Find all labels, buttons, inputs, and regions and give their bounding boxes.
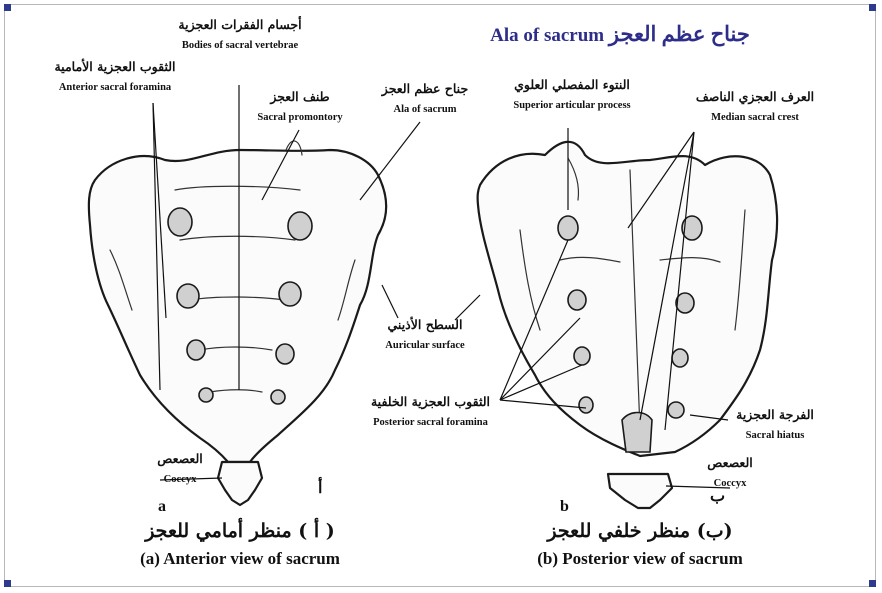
figure-title: Ala of sacrum جناح عظم العجز [420, 22, 820, 47]
title-arabic: جناح عظم العجز [609, 22, 750, 46]
label-anterior-foramina: الثقوب العجزية الأمامية Anterior sacral … [30, 60, 200, 93]
label-auricular: السطح الأذيني Auricular surface [370, 318, 480, 351]
panel-letter-ba: ب [710, 486, 725, 506]
label-ala: جناح عظم العجز Ala of sacrum [370, 82, 480, 115]
caption-posterior-ar: (ب) منظر خلفي للعجز [510, 522, 770, 542]
label-articular: النتوء المفصلي العلوي Superior articular… [492, 78, 652, 111]
label-anterior-foramina-en: Anterior sacral foramina [30, 82, 200, 93]
label-articular-ar: النتوء المفصلي العلوي [492, 78, 652, 91]
label-crest-ar: العرف العجزي الناصف [680, 90, 830, 103]
label-bodies: أجسام الفقرات العجزية Bodies of sacral v… [150, 18, 330, 51]
caption-anterior: ( أ ) منظر أمامي للعجز (a) Anterior view… [110, 522, 370, 568]
label-articular-en: Superior articular process [492, 100, 652, 111]
label-posterior-foramina-ar: الثقوب العجزية الخلفية [348, 395, 513, 408]
caption-anterior-en: (a) Anterior view of sacrum [110, 550, 370, 568]
label-coccyx-anterior-en: Coccyx [140, 474, 220, 485]
posterior-sacrum-drawing [478, 142, 777, 508]
title-english: Ala of sacrum [490, 25, 604, 46]
label-coccyx-posterior: العصعص Coccyx [690, 456, 770, 489]
label-promontory-en: Sacral promontory [240, 112, 360, 123]
label-crest: العرف العجزي الناصف Median sacral crest [680, 90, 830, 123]
panel-letter-b: b [560, 498, 569, 516]
label-crest-en: Median sacral crest [680, 112, 830, 123]
label-ala-ar: جناح عظم العجز [370, 82, 480, 95]
label-auricular-en: Auricular surface [370, 340, 480, 351]
label-anterior-foramina-ar: الثقوب العجزية الأمامية [30, 60, 200, 73]
label-promontory-ar: طنف العجز [240, 90, 360, 103]
label-coccyx-anterior: العصعص Coccyx [140, 452, 220, 485]
label-coccyx-posterior-en: Coccyx [690, 478, 770, 489]
label-bodies-ar: أجسام الفقرات العجزية [150, 18, 330, 31]
caption-anterior-ar: ( أ ) منظر أمامي للعجز [110, 522, 370, 542]
label-hiatus-en: Sacral hiatus [720, 430, 830, 441]
caption-posterior: (ب) منظر خلفي للعجز (b) Posterior view o… [510, 522, 770, 568]
label-coccyx-posterior-ar: العصعص [690, 456, 770, 469]
label-ala-en: Ala of sacrum [370, 104, 480, 115]
label-posterior-foramina-en: Posterior sacral foramina [348, 417, 513, 428]
label-hiatus-ar: الفرجة العجزية [720, 408, 830, 421]
anterior-sacrum-drawing [89, 141, 386, 505]
label-hiatus: الفرجة العجزية Sacral hiatus [720, 408, 830, 441]
panel-letter-a: a [158, 498, 166, 516]
label-promontory: طنف العجز Sacral promontory [240, 90, 360, 123]
label-auricular-ar: السطح الأذيني [370, 318, 480, 331]
label-bodies-en: Bodies of sacral vertebrae [150, 40, 330, 51]
caption-posterior-en: (b) Posterior view of sacrum [510, 550, 770, 568]
panel-letter-alef: أ [318, 478, 322, 498]
label-posterior-foramina: الثقوب العجزية الخلفية Posterior sacral … [348, 395, 513, 428]
label-coccyx-anterior-ar: العصعص [140, 452, 220, 465]
